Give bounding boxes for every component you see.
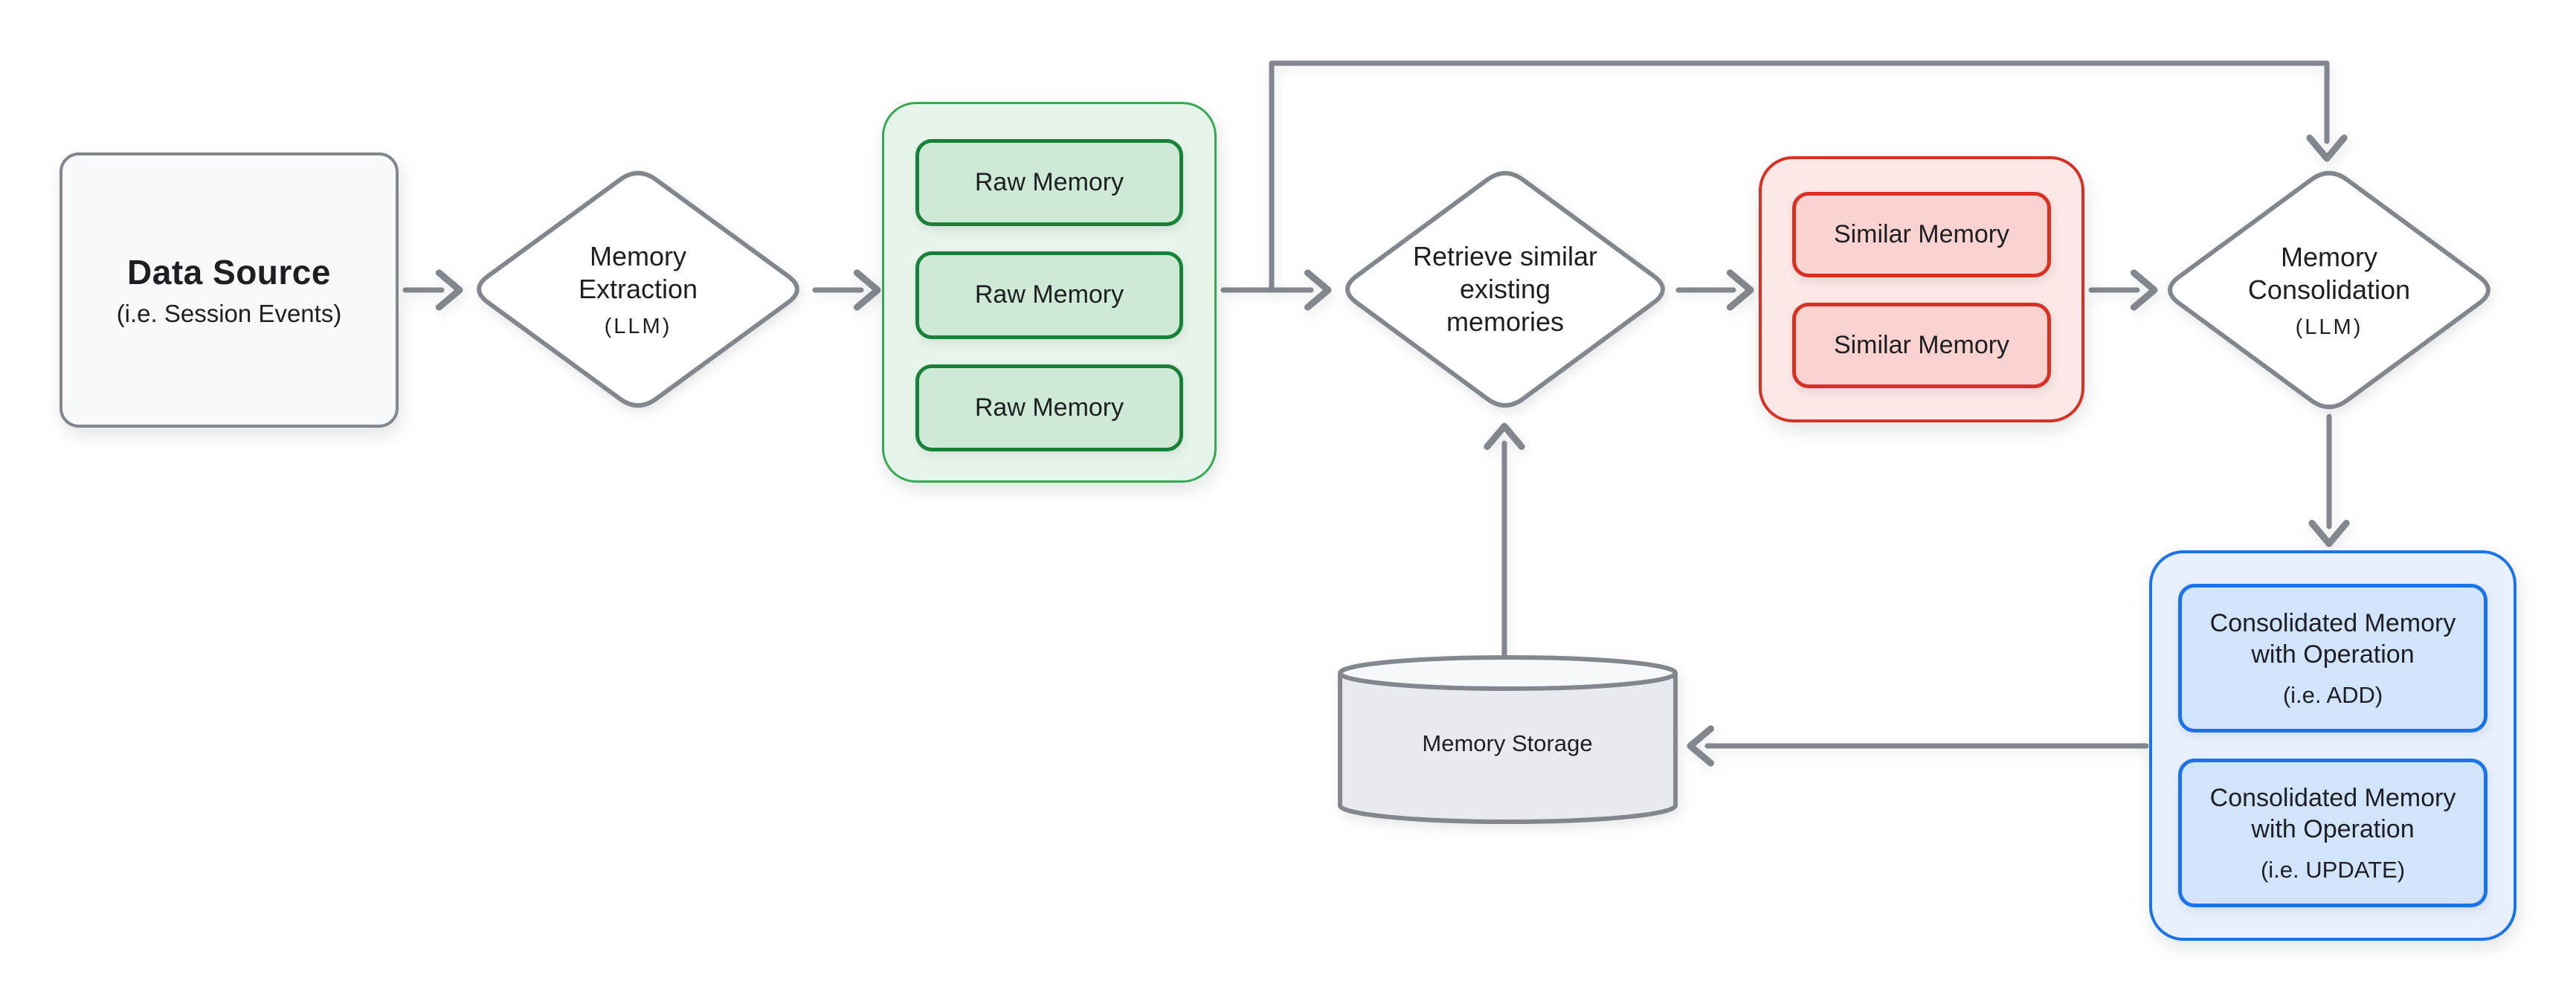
raw-memory-label: Raw Memory xyxy=(974,393,1124,422)
consolidated-memory-operation: (i.e. ADD) xyxy=(2282,682,2383,708)
arrowhead-icon xyxy=(1484,422,1525,451)
consolidated-memory-title: Consolidated Memory with Operation xyxy=(2209,609,2456,669)
arrowhead-icon xyxy=(2130,269,2158,311)
consolidated-memory-operation: (i.e. UPDATE) xyxy=(2260,857,2406,883)
consolidated-memory-chip-add: Consolidated Memory with Operation (i.e.… xyxy=(2178,584,2488,733)
consolidated-memory-group: Consolidated Memory with Operation (i.e.… xyxy=(2149,550,2517,941)
memory-storage-cylinder xyxy=(1338,673,1678,824)
consolidated-memory-chip-update: Consolidated Memory with Operation (i.e.… xyxy=(2178,759,2488,907)
arrowhead-icon xyxy=(2308,519,2350,547)
raw-memory-chip: Raw Memory xyxy=(915,364,1183,451)
similar-memory-label: Similar Memory xyxy=(1833,220,2010,248)
memory-extraction-diamond xyxy=(477,170,799,408)
similar-memory-label: Similar Memory xyxy=(1833,331,2010,359)
data-source-title: Data Source xyxy=(127,253,331,292)
consolidated-memory-title: Consolidated Memory with Operation xyxy=(2209,784,2456,843)
data-source-subtitle: (i.e. Session Events) xyxy=(116,300,342,327)
raw-memory-label: Raw Memory xyxy=(974,168,1124,197)
raw-memory-chip: Raw Memory xyxy=(915,251,1183,339)
raw-memory-chip: Raw Memory xyxy=(915,139,1183,227)
similar-memory-chip: Similar Memory xyxy=(1792,192,2051,277)
similar-memory-group: Similar Memory Similar Memory xyxy=(1759,156,2084,422)
raw-memory-group: Raw Memory Raw Memory Raw Memory xyxy=(882,102,1217,483)
data-source-node: Data Source (i.e. Session Events) xyxy=(59,152,399,428)
raw-memory-label: Raw Memory xyxy=(974,280,1124,309)
arrowhead-icon xyxy=(1304,269,1332,311)
edge-raw_memories-memory_consolidation xyxy=(1269,60,2330,292)
similar-memory-chip: Similar Memory xyxy=(1792,303,2051,388)
memory-consolidation-diamond xyxy=(2168,170,2490,410)
memory-storage-cylinder-top xyxy=(1338,655,1678,691)
arrowhead-icon xyxy=(435,269,463,311)
retrieve-memories-diamond xyxy=(1345,170,1665,408)
arrowhead-icon xyxy=(1687,725,1715,767)
arrowhead-icon xyxy=(1726,269,1754,311)
arrowhead-icon xyxy=(2306,134,2348,162)
arrowhead-icon xyxy=(853,269,881,311)
